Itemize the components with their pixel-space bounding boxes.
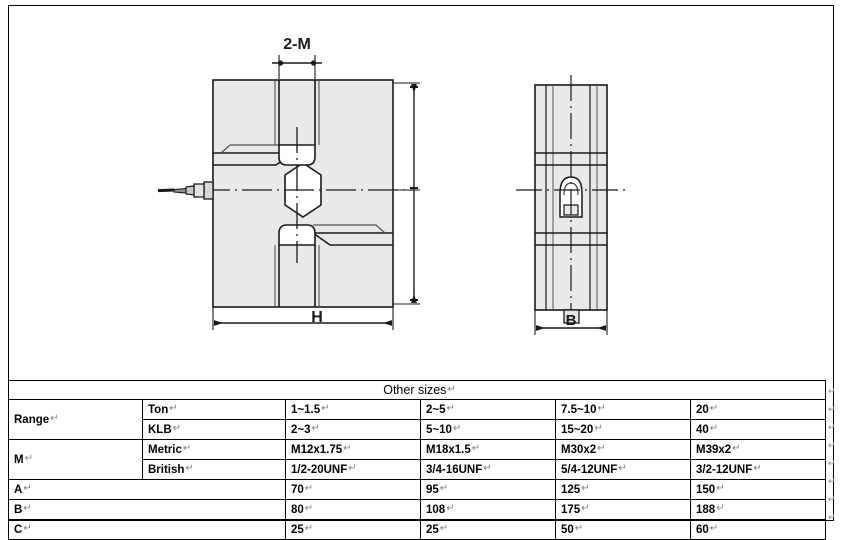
value-cell: M30x2↵: [555, 439, 691, 460]
row-sublabel-cell: British↵: [142, 459, 286, 480]
value-cell: 5/4-12UNF↵: [555, 459, 691, 480]
pilcrow-mark: ↵: [439, 483, 449, 494]
value-cell: M18x1.5↵: [420, 439, 556, 460]
margin-pilcrow: ↵: [828, 404, 836, 414]
table-header-row: Other sizes↵: [7, 380, 827, 400]
pilcrow-mark: ↵: [343, 443, 352, 454]
margin-pilcrow: ↵: [828, 512, 836, 522]
other-sizes-table-wrapper: Other sizes↵Range↵Ton↵1~1.5↵2~5↵7.5~10↵2…: [7, 380, 827, 540]
pilcrow-mark: ↵: [597, 403, 606, 414]
table-row: M↵Metric↵M12x1.75↵M18x1.5↵M30x2↵M39x2↵: [8, 439, 827, 480]
value-cell: 150↵: [689, 479, 827, 500]
value-cell: 2~3↵: [285, 419, 421, 440]
margin-pilcrow: ↵: [828, 494, 836, 504]
value-cell: 3/2-12UNF↵: [689, 459, 827, 480]
pilcrow-mark: ↵: [753, 463, 762, 474]
pilcrow-mark: ↵: [311, 423, 320, 434]
value-cell: 15~20↵: [555, 419, 691, 440]
value-cell: 50↵: [555, 519, 691, 540]
margin-pilcrow: ↵: [828, 458, 836, 468]
pilcrow-mark: ↵: [709, 403, 719, 414]
pilcrow-mark: ↵: [24, 453, 33, 464]
value-cell: 108↵: [420, 499, 556, 520]
pilcrow-mark: ↵: [304, 483, 314, 494]
value-cell: 80↵: [285, 499, 421, 520]
pilcrow-mark: ↵: [169, 403, 178, 414]
value-cell: 5~10↵: [420, 419, 556, 440]
pilcrow-mark: ↵: [50, 413, 59, 424]
pilcrow-mark: ↵: [471, 443, 481, 454]
value-cell: 95↵: [420, 479, 556, 500]
technical-drawing: 2-M H B: [8, 5, 834, 377]
other-sizes-header-cell: Other sizes↵: [7, 380, 827, 400]
value-cell: 25↵: [420, 519, 556, 540]
value-cell: 60↵: [689, 519, 827, 540]
pilcrow-mark: ↵: [716, 503, 725, 514]
row-label-cell: M↵: [8, 439, 143, 480]
value-cell: 70↵: [285, 479, 421, 500]
value-cell: 40↵: [689, 419, 827, 440]
row-label-cell: A↵: [8, 479, 286, 500]
row-label-cell: Range↵: [8, 399, 143, 440]
value-cell: 25↵: [285, 519, 421, 540]
value-cell: M12x1.75↵: [285, 439, 421, 460]
table-row: C↵25↵25↵50↵60↵: [8, 519, 827, 540]
pilcrow-mark: ↵: [447, 384, 456, 395]
pilcrow-mark: ↵: [483, 463, 492, 474]
value-cell: 20↵: [689, 399, 827, 420]
pilcrow-mark: ↵: [23, 483, 32, 494]
other-sizes-table: Other sizes↵Range↵Ton↵1~1.5↵2~5↵7.5~10↵2…: [7, 380, 827, 540]
pilcrow-mark: ↵: [581, 483, 590, 494]
pilcrow-mark: ↵: [172, 423, 182, 434]
pilcrow-mark: ↵: [594, 423, 603, 434]
margin-pilcrow: ↵: [828, 440, 836, 450]
pilcrow-mark: ↵: [23, 503, 32, 514]
pilcrow-mark: ↵: [709, 423, 719, 434]
margin-pilcrow-column: ↵ ↵ ↵ ↵ ↵ ↵ ↵ ↵: [828, 382, 844, 526]
row-sublabel-cell: KLB↵: [142, 419, 286, 440]
pilcrow-mark: ↵: [348, 463, 357, 474]
page-root: 2-M H B Other sizes↵Range↵Ton↵1~1.5↵2~5↵…: [7, 5, 844, 540]
pilcrow-mark: ↵: [732, 443, 741, 454]
row-sublabel-cell: Metric↵: [142, 439, 286, 460]
pilcrow-mark: ↵: [597, 443, 606, 454]
row-sublabel-cell: Ton↵: [142, 399, 286, 420]
value-cell: 1~1.5↵: [285, 399, 421, 420]
table-row: Range↵Ton↵1~1.5↵2~5↵7.5~10↵20↵: [8, 399, 827, 440]
pilcrow-mark: ↵: [581, 503, 590, 514]
value-cell: 1/2-20UNF↵: [285, 459, 421, 480]
pilcrow-mark: ↵: [618, 463, 627, 474]
margin-pilcrow: ↵: [828, 386, 836, 396]
value-cell: 3/4-16UNF↵: [420, 459, 556, 480]
value-cell: 2~5↵: [420, 399, 556, 420]
pilcrow-mark: ↵: [185, 463, 194, 474]
width-dimension-label: H: [311, 309, 323, 326]
depth-dimension-label: B: [566, 312, 577, 329]
table-row: A↵70↵95↵125↵150↵: [8, 479, 827, 500]
margin-pilcrow: ↵: [828, 476, 836, 486]
pilcrow-mark: ↵: [452, 423, 462, 434]
row-label-cell: C↵: [8, 519, 286, 540]
row-label-cell: B↵: [8, 499, 286, 520]
table-row: B↵80↵108↵175↵188↵: [8, 499, 827, 520]
thread-callout-label: 2-M: [283, 36, 311, 53]
pilcrow-mark: ↵: [716, 483, 725, 494]
value-cell: 7.5~10↵: [555, 399, 691, 420]
value-cell: 125↵: [555, 479, 691, 500]
value-cell: 175↵: [555, 499, 691, 520]
pilcrow-mark: ↵: [304, 503, 314, 514]
value-cell: 188↵: [689, 499, 827, 520]
table-body: Other sizes↵Range↵Ton↵1~1.5↵2~5↵7.5~10↵2…: [7, 380, 827, 540]
pilcrow-mark: ↵: [446, 503, 455, 514]
pilcrow-mark: ↵: [446, 403, 455, 414]
margin-pilcrow: ↵: [828, 422, 836, 432]
pilcrow-mark: ↵: [321, 403, 330, 414]
value-cell: M39x2↵: [689, 439, 827, 460]
pilcrow-mark: ↵: [182, 443, 192, 454]
